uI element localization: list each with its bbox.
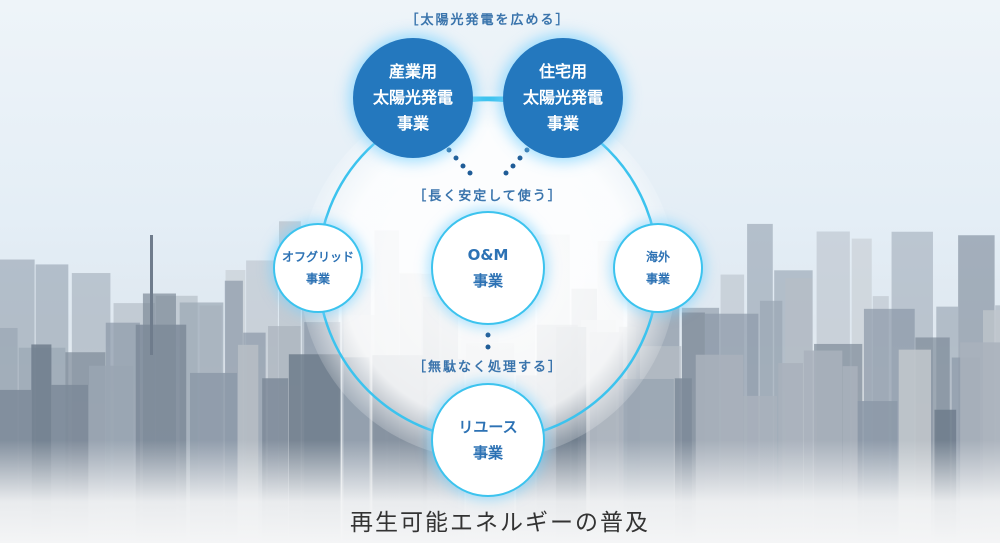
tower xyxy=(150,235,153,355)
circle-text: 事業 xyxy=(305,272,330,286)
dotted-connectors xyxy=(446,147,530,350)
label-spread-solar: ［太陽光発電を広める］ xyxy=(405,13,571,28)
overseas-business[interactable]: 海外 事業 xyxy=(613,223,703,313)
circle-text: 太陽光発電 xyxy=(372,88,453,107)
reuse-business[interactable]: リユース 事業 xyxy=(431,383,545,497)
residential-solar-business[interactable]: 住宅用 太陽光発電 事業 xyxy=(503,38,623,158)
om-business[interactable]: O&M 事業 xyxy=(431,211,545,325)
circle-text: 海外 xyxy=(645,250,670,264)
circle-text: 事業 xyxy=(472,272,503,290)
circle-text: 住宅用 xyxy=(538,62,587,81)
circle-text: 産業用 xyxy=(388,62,437,81)
page-title: 再生可能エネルギーの普及 xyxy=(350,510,650,536)
industrial-solar-business[interactable]: 産業用 太陽光発電 事業 xyxy=(353,38,473,158)
circle-text: 太陽光発電 xyxy=(522,88,603,107)
circle-text: 事業 xyxy=(546,114,579,133)
label-stable-use: ［長く安定して使う］ xyxy=(413,189,563,204)
label-no-waste: ［無駄なく処理する］ xyxy=(412,360,563,375)
circle-text: リユース xyxy=(458,418,518,436)
circle-text: 事業 xyxy=(645,272,670,286)
circle-text: オフグリッド xyxy=(281,250,354,264)
circle-text: 事業 xyxy=(396,114,429,133)
circle-text: 事業 xyxy=(472,444,503,462)
circle-text: O&M xyxy=(467,246,509,264)
offgrid-business[interactable]: オフグリッド 事業 xyxy=(273,223,363,313)
